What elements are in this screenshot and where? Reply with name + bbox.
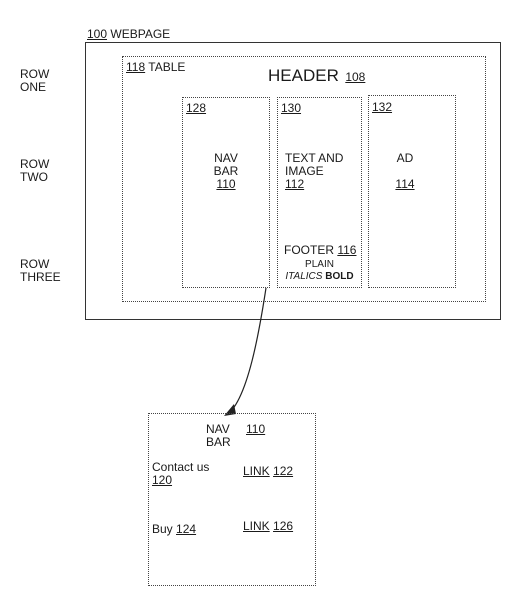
- connector-line: [231, 287, 267, 411]
- nav-bar-cell: [182, 97, 270, 288]
- link-122: LINK 122: [243, 464, 294, 478]
- footer-label: FOOTER 116: [284, 243, 357, 257]
- text-image-text: TEXT AND IMAGE 112: [285, 151, 344, 191]
- detail-title: NAV BAR: [206, 422, 231, 449]
- ad-cell-ref: 132: [372, 100, 393, 114]
- row-three-label: ROW THREE: [20, 257, 61, 284]
- detail-title-ref: 110: [246, 422, 266, 436]
- link-126: LINK 126: [243, 519, 294, 533]
- footer-italics: ITALICS: [285, 271, 323, 282]
- content-cell-ref: 130: [281, 101, 302, 115]
- webpage-box: [85, 42, 501, 320]
- nav-cell-ref: 128: [186, 101, 207, 115]
- header-label: HEADER 108: [268, 66, 366, 85]
- nav-bar-text: NAV BAR 110: [213, 151, 239, 191]
- footer-styles: PLAIN ITALICS BOLD: [285, 259, 354, 282]
- ad-text: AD 114: [395, 151, 415, 191]
- footer-bold: BOLD: [325, 271, 354, 282]
- contact-us-item: Contact us 120: [152, 460, 210, 487]
- webpage-label: 100 WEBPAGE: [87, 27, 171, 41]
- table-box: [122, 56, 486, 302]
- ad-cell: [368, 95, 456, 288]
- table-label: 118 TABLE: [126, 60, 186, 74]
- nav-bar-detail-box: [148, 413, 316, 586]
- text-image-cell: [277, 97, 362, 288]
- row-two-label: ROW TWO: [20, 157, 50, 184]
- row-one-label: ROW ONE: [20, 67, 50, 94]
- buy-item: Buy 124: [152, 522, 197, 536]
